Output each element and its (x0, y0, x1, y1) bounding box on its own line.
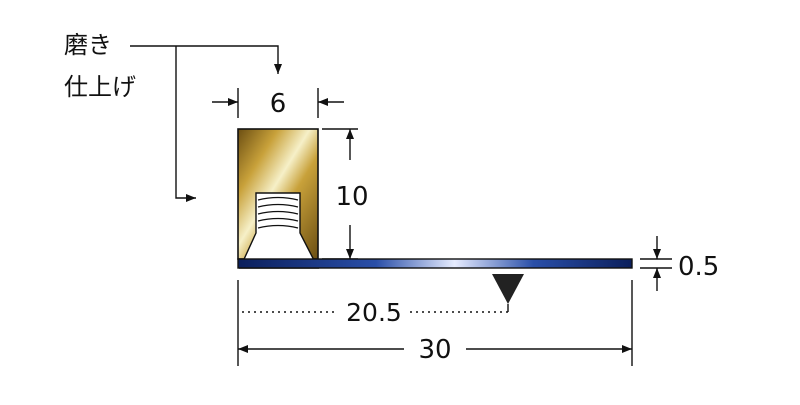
offset-value: 20.5 (346, 298, 402, 327)
thickness-dimension (640, 236, 672, 291)
screw-thread (257, 196, 299, 229)
annotation-leader (130, 45, 282, 202)
thickness-value: 0.5 (678, 252, 719, 282)
length-dimension (237, 280, 633, 366)
annotation-line1: 磨き (64, 31, 112, 59)
length-value: 30 (418, 335, 451, 365)
offset-dimension (242, 304, 509, 313)
height-value: 10 (335, 182, 368, 212)
base-plate (237, 258, 633, 269)
brass-insert (237, 128, 320, 269)
downward-triangle-icon (492, 274, 524, 304)
width-value: 6 (270, 89, 287, 119)
width-dimension (212, 88, 344, 118)
annotation-line2: 仕上げ (64, 73, 136, 101)
